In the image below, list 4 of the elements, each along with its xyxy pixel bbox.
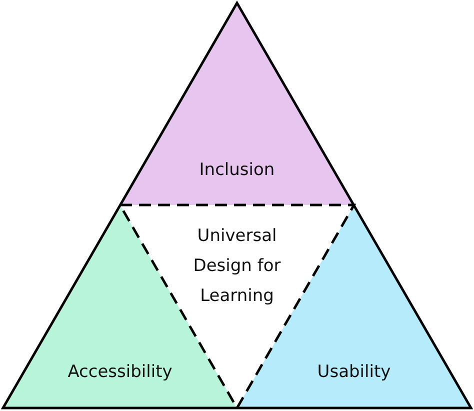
triangle-label: Accessibility [66,361,174,384]
triangle-label: Inclusion [198,159,276,182]
triangle-label: Usability [316,361,392,384]
triangle-label: Universal Design for Learning [192,225,282,308]
